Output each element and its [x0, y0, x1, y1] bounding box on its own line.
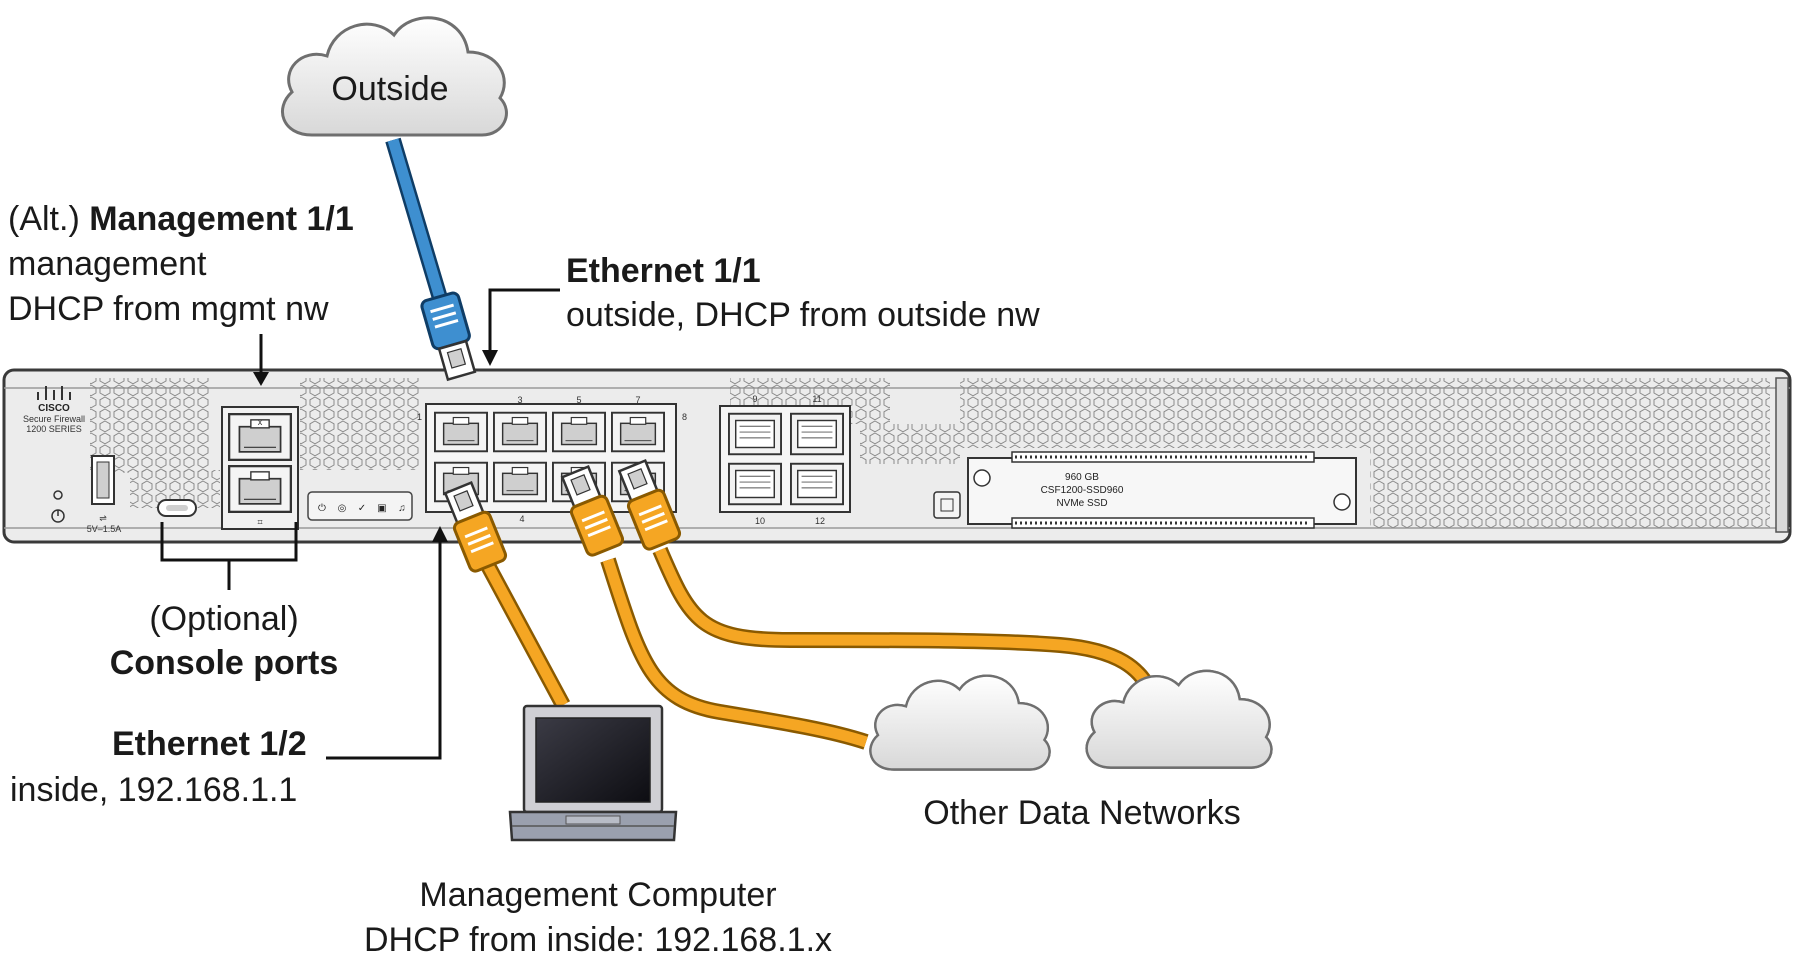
eth11-label-role: outside, DHCP from outside nw — [566, 296, 1040, 334]
eth11-callout-line — [488, 288, 560, 360]
port-number-5: 5 — [576, 395, 581, 405]
power-led-icon: ⏻ — [318, 503, 326, 514]
ethernet-1-2-label: Ethernet 1/2 inside, 192.168.1.1 — [10, 725, 307, 809]
status-led-panel: ⏻ ◎ ✓ ▣ ♫ — [307, 491, 413, 521]
reset-button-icon — [933, 491, 961, 519]
ethernet-1-3-port — [493, 411, 547, 453]
mgmt-label-dhcp: DHCP from mgmt nw — [8, 290, 329, 328]
data-network-cloud-1-front — [869, 674, 1051, 771]
ethernet-1-4-port — [493, 461, 547, 503]
usb-port: ⇌ 5V–1.5A — [87, 455, 122, 534]
sfp-number-12: 12 — [815, 516, 825, 526]
management-computer-icon — [508, 704, 678, 842]
eth12-callout-line — [326, 532, 442, 760]
mgmt-label-name: Management 1/1 — [89, 200, 354, 238]
mgmt-port-glyph: x — [258, 417, 263, 427]
model-line-2: 1200 SERIES — [26, 424, 82, 434]
sfp-port-11 — [790, 412, 844, 456]
alarm-led-icon: ♫ — [398, 503, 406, 514]
usb-c-console-port — [157, 499, 197, 517]
console-ports-label: (Optional) Console ports — [110, 600, 339, 682]
eth11-arrow-head-icon — [482, 350, 498, 366]
management-1-1-label: (Alt.) Management 1/1 management DHCP fr… — [8, 200, 354, 328]
cisco-logo: CISCO Secure Firewall 1200 SERIES — [23, 386, 85, 434]
ssd-screw-left-icon — [973, 469, 991, 487]
port-number-3: 3 — [517, 395, 522, 405]
sfp-number-11: 11 — [812, 394, 821, 404]
status-led-icon: ◎ — [338, 503, 347, 514]
sfp-port-9 — [728, 412, 782, 456]
console-label-name: Console ports — [110, 644, 339, 682]
ethernet-1-7-port — [611, 411, 665, 453]
ethernet-1-1-port — [434, 411, 488, 453]
port-number-4: 4 — [519, 514, 524, 524]
svg-text:(Alt.) Management 1/1: (Alt.) Management 1/1 — [8, 200, 354, 238]
management-computer-label: Management Computer DHCP from inside: 19… — [364, 876, 832, 959]
outside-cable — [385, 137, 477, 382]
data-cable-1 — [560, 465, 869, 750]
management-port-block: x ⌗ — [221, 406, 299, 530]
ssd-model: CSF1200-SSD960 — [1041, 485, 1124, 496]
data-cable-2 — [617, 459, 1158, 694]
ethernet-1-1-label: Ethernet 1/1 outside, DHCP from outside … — [566, 252, 1040, 334]
network-led-icon: ▣ — [377, 503, 386, 514]
sfp-number-10: 10 — [755, 516, 765, 526]
power-button-icon — [51, 490, 65, 523]
brand-name: CISCO — [38, 403, 70, 414]
ethernet-1-5-port — [552, 411, 606, 453]
data-network-cloud-2-front — [1085, 669, 1273, 769]
mgmt-label-role: management — [8, 245, 207, 283]
computer-label-dhcp: DHCP from inside: 192.168.1.x — [364, 921, 832, 959]
eth12-arrow-head-icon — [432, 526, 448, 542]
port-marker-left: 1 — [417, 412, 422, 422]
rj45-console-port — [228, 464, 292, 514]
ssd-screw-right-icon — [1333, 493, 1351, 511]
vent-grille — [90, 378, 1770, 528]
model-line-1: Secure Firewall — [23, 414, 85, 424]
ssd-type: NVMe SSD — [1056, 498, 1107, 509]
sfp-port-12 — [790, 462, 844, 506]
port-marker-right: 8 — [682, 412, 687, 422]
firewall-chassis: CISCO Secure Firewall 1200 SERIES ⇌ 5V–1… — [2, 368, 1792, 544]
inside-cable — [443, 481, 571, 709]
sfp-port-block: 9 11 10 12 — [719, 394, 851, 526]
usb-icon: ⇌ — [99, 513, 107, 523]
eth12-label-name: Ethernet 1/2 — [112, 725, 307, 763]
outside-cloud-label: Outside — [331, 70, 448, 108]
sfp-port-10 — [728, 462, 782, 506]
computer-label-name: Management Computer — [419, 876, 776, 914]
eth11-label-name: Ethernet 1/1 — [566, 252, 761, 290]
console-port-glyph: ⌗ — [257, 517, 262, 527]
usb-rating: 5V–1.5A — [87, 524, 122, 534]
mgmt-arrow-head-icon — [253, 372, 269, 386]
port-number-7: 7 — [635, 395, 640, 405]
mgmt-label-prefix: (Alt.) — [8, 200, 89, 238]
other-data-networks-label: Other Data Networks — [923, 794, 1240, 832]
ssd-tray: 960 GB CSF1200-SSD960 NVMe SSD — [967, 451, 1357, 529]
outside-cloud: Outside — [280, 16, 508, 137]
eth12-label-role: inside, 192.168.1.1 — [10, 771, 297, 809]
sfp-number-9: 9 — [752, 394, 757, 404]
ssd-capacity: 960 GB — [1065, 472, 1099, 483]
callout-lines — [160, 288, 560, 760]
check-led-icon: ✓ — [358, 503, 366, 514]
console-label-optional: (Optional) — [149, 600, 298, 638]
